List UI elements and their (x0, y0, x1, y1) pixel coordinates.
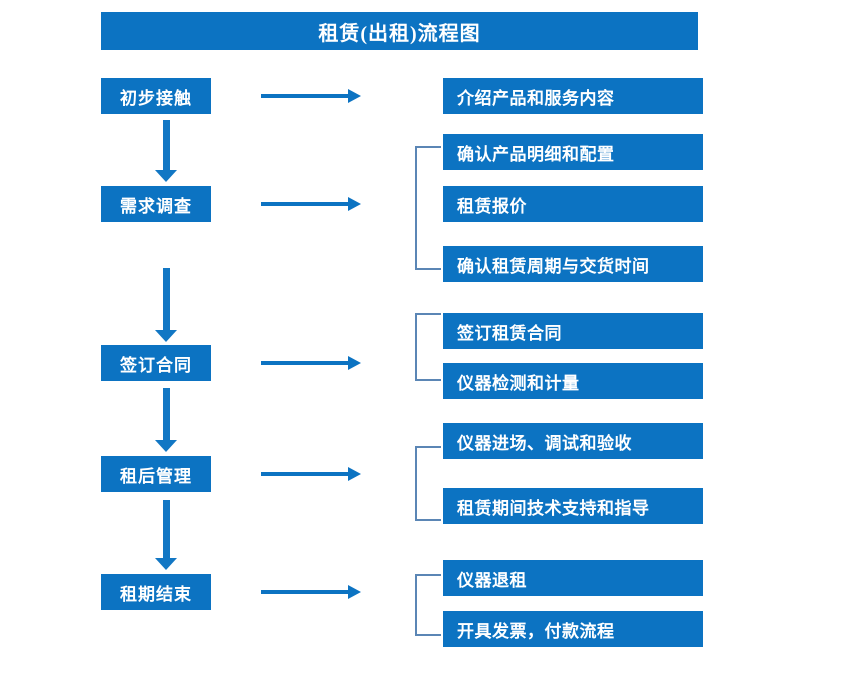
detail-box-10[interactable]: 开具发票，付款流程 (443, 611, 703, 647)
horizontal-arrow-4 (261, 467, 361, 481)
detail-box-3[interactable]: 租赁报价 (443, 186, 703, 222)
detail-box-9[interactable]: 仪器退租 (443, 560, 703, 596)
stage-box-4[interactable]: 租后管理 (101, 456, 211, 492)
detail-box-6[interactable]: 仪器检测和计量 (443, 363, 703, 399)
stage-box-3[interactable]: 签订合同 (101, 345, 211, 381)
vertical-arrow-4 (155, 500, 177, 570)
vertical-arrow-1 (155, 120, 177, 182)
page-title: 租赁(出租)流程图 (101, 12, 698, 50)
detail-box-2[interactable]: 确认产品明细和配置 (443, 134, 703, 170)
vertical-arrow-2 (155, 268, 177, 342)
horizontal-arrow-3 (261, 356, 361, 370)
stage-box-1[interactable]: 初步接触 (101, 78, 211, 114)
group-bracket-2 (415, 313, 441, 381)
stage-box-5[interactable]: 租期结束 (101, 574, 211, 610)
detail-box-7[interactable]: 仪器进场、调试和验收 (443, 423, 703, 459)
stage-box-2[interactable]: 需求调查 (101, 186, 211, 222)
group-bracket-4 (415, 574, 441, 636)
detail-box-5[interactable]: 签订租赁合同 (443, 313, 703, 349)
group-bracket-3 (415, 446, 441, 521)
vertical-arrow-3 (155, 388, 177, 452)
group-bracket-1 (415, 146, 441, 270)
detail-box-8[interactable]: 租赁期间技术支持和指导 (443, 488, 703, 524)
horizontal-arrow-5 (261, 585, 361, 599)
detail-box-1[interactable]: 介绍产品和服务内容 (443, 78, 703, 114)
detail-box-4[interactable]: 确认租赁周期与交货时间 (443, 246, 703, 282)
horizontal-arrow-2 (261, 197, 361, 211)
horizontal-arrow-1 (261, 89, 361, 103)
